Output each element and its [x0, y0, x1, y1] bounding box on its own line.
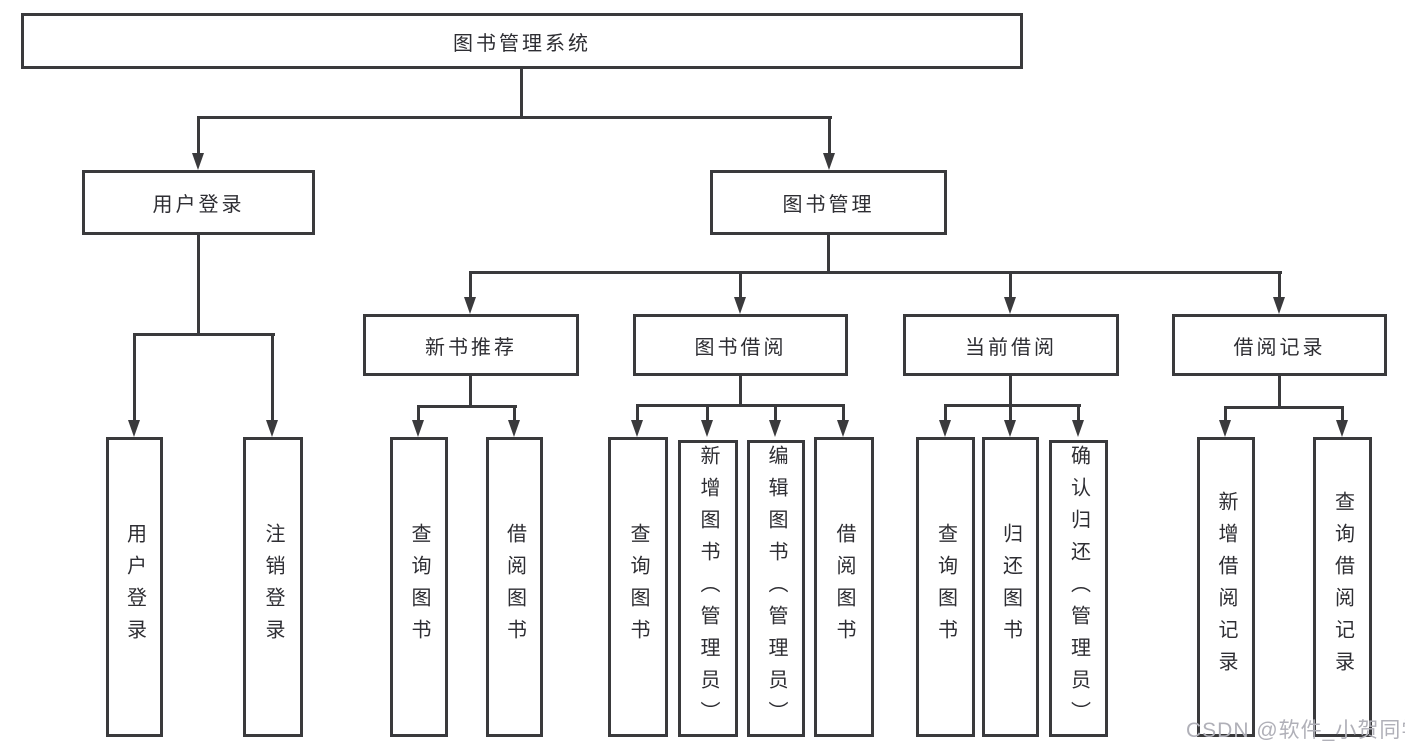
arrowhead-icon — [1004, 420, 1016, 437]
node-label: 查询图书 — [934, 523, 957, 651]
node-label: 用户登录 — [123, 523, 146, 651]
node-label: 当前借阅 — [965, 336, 1057, 359]
node-label: 借阅图书 — [833, 523, 855, 651]
node-label: 用户登录 — [152, 194, 245, 216]
node-label: 确认归还（管理员） — [1067, 444, 1090, 733]
leaf-add-borrow-record: 新增借阅记录 — [1197, 437, 1255, 737]
leaf-query-books-3: 查询图书 — [916, 437, 975, 737]
node-label: 图书管理 — [782, 194, 875, 216]
arrowhead-icon — [734, 297, 746, 314]
node-label: 借阅记录 — [1233, 336, 1326, 359]
node-label: 借阅图书 — [503, 523, 526, 651]
arrowhead-icon — [769, 420, 781, 437]
leaf-confirm-return-admin: 确认归还（管理员） — [1049, 440, 1108, 737]
node-label: 查询图书 — [627, 523, 649, 651]
arrowhead-icon — [631, 420, 643, 437]
node-book-borrowing: 图书借阅 — [633, 314, 848, 376]
arrowhead-icon — [508, 420, 520, 437]
csdn-watermark: CSDN @软件_小贺同学 — [1186, 719, 1405, 742]
leaf-query-books-2: 查询图书 — [608, 437, 668, 737]
arrowhead-icon — [939, 420, 951, 437]
arrowhead-icon — [1273, 297, 1285, 314]
leaf-query-books-1: 查询图书 — [390, 437, 448, 737]
node-label: 注销登录 — [262, 523, 284, 651]
node-label: 新增借阅记录 — [1215, 491, 1237, 683]
arrowhead-icon — [1219, 420, 1231, 437]
node-label: 新书推荐 — [425, 336, 517, 359]
arrowhead-icon — [128, 420, 140, 437]
leaf-borrow-books-2: 借阅图书 — [814, 437, 874, 737]
leaf-add-book-admin: 新增图书（管理员） — [678, 440, 738, 737]
arrowhead-icon — [464, 297, 476, 314]
node-label: 图书管理系统 — [453, 32, 591, 55]
arrowhead-icon — [1004, 297, 1016, 314]
arrowhead-icon — [1072, 420, 1084, 437]
node-borrowing-records: 借阅记录 — [1172, 314, 1387, 376]
leaf-logout: 注销登录 — [243, 437, 303, 737]
arrowhead-icon — [837, 420, 849, 437]
arrowhead-icon — [823, 153, 835, 170]
leaf-user-login: 用户登录 — [106, 437, 163, 737]
leaf-return-book: 归还图书 — [982, 437, 1039, 737]
leaf-borrow-books-1: 借阅图书 — [486, 437, 543, 737]
node-label: 查询借阅记录 — [1331, 491, 1354, 683]
node-book-management: 图书管理 — [710, 170, 947, 235]
node-label: 新增图书（管理员） — [697, 444, 719, 733]
node-label: 编辑图书（管理员） — [765, 444, 787, 733]
leaf-edit-book-admin: 编辑图书（管理员） — [747, 440, 805, 737]
node-label: 归还图书 — [999, 523, 1022, 651]
node-label: 图书借阅 — [694, 336, 787, 359]
arrowhead-icon — [266, 420, 278, 437]
arrowhead-icon — [192, 153, 204, 170]
arrowhead-icon — [1336, 420, 1348, 437]
node-library-system: 图书管理系统 — [21, 13, 1023, 69]
node-current-borrowing: 当前借阅 — [903, 314, 1119, 376]
node-label: 查询图书 — [408, 523, 430, 651]
node-user-login: 用户登录 — [82, 170, 315, 235]
arrowhead-icon — [412, 420, 424, 437]
arrowhead-icon — [701, 420, 713, 437]
node-new-book-recommend: 新书推荐 — [363, 314, 579, 376]
leaf-query-borrow-record: 查询借阅记录 — [1313, 437, 1372, 737]
